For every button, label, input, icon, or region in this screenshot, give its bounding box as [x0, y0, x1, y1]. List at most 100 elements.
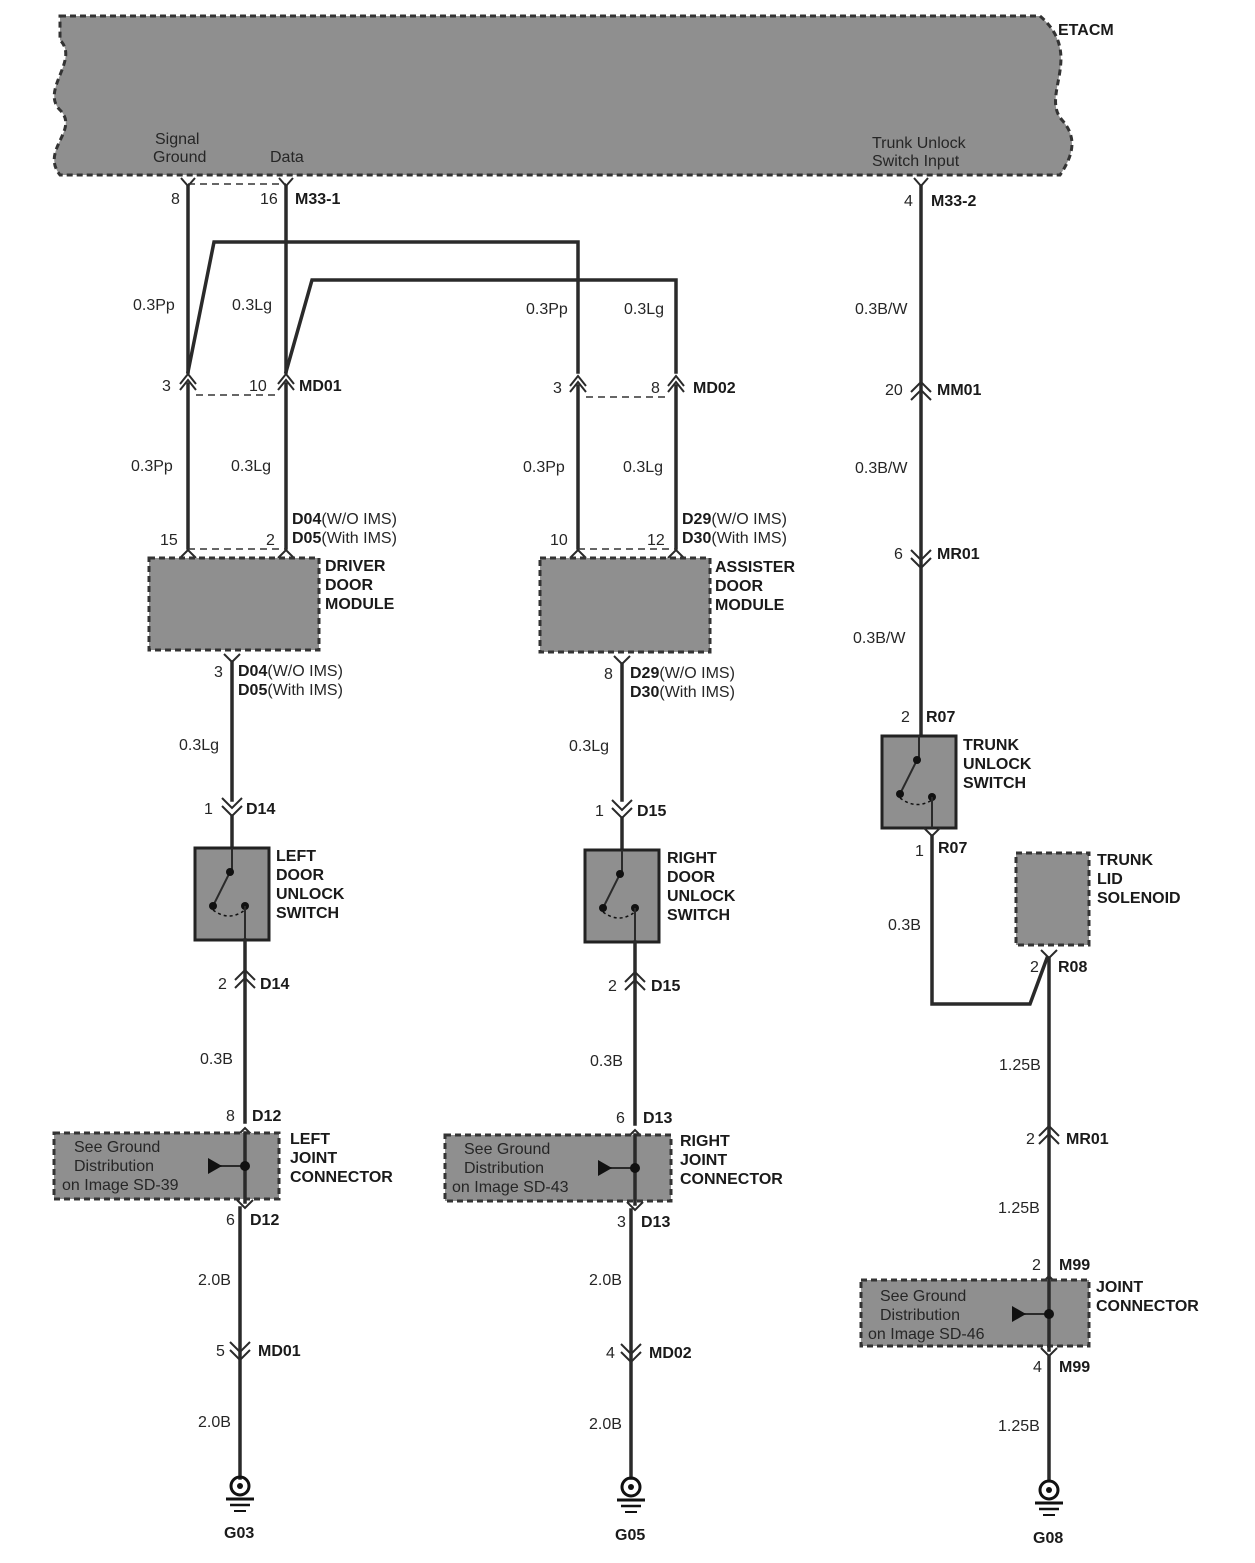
md02-connector-icon-2: [667, 374, 685, 393]
driver-module-conn-d04: D04(W/O IMS): [292, 511, 397, 528]
switch-contact-icon: [226, 868, 234, 876]
m33-1-pin-16: 16: [260, 191, 278, 208]
splice-point-icon: [630, 1163, 640, 1173]
solenoid-label-2: LID: [1097, 871, 1123, 888]
solenoid-label-1: TRUNK: [1097, 852, 1153, 869]
left-switch-label-1: LEFT: [276, 848, 316, 865]
left-switch-label-2: DOOR: [276, 867, 324, 884]
right-jc-label-2: JOINT: [680, 1152, 727, 1169]
md01-lower-connector-label: MD01: [258, 1343, 301, 1360]
right-jc-note-2: Distribution: [464, 1160, 544, 1177]
d12-out-terminal-icon: [236, 1199, 254, 1210]
d12-pin-6: 6: [226, 1212, 235, 1229]
d15-connector-label: D15: [637, 803, 666, 820]
wire-label-2-0b-c2-2: 2.0B: [589, 1416, 622, 1433]
right-jc-note-3: on Image SD-43: [452, 1179, 569, 1196]
d14-out-connector-label: D14: [260, 976, 289, 993]
md02-connector-label: MD02: [693, 380, 736, 397]
d14-out-connector-icon: [234, 968, 256, 989]
r08-connector-label: R08: [1058, 959, 1087, 976]
d12-out-connector-label: D12: [250, 1212, 279, 1229]
ground-splice-icon: [208, 1158, 222, 1174]
m99-connector-label: M99: [1059, 1257, 1090, 1274]
switch-contact-icon: [616, 870, 624, 878]
r07-out-connector-label: R07: [938, 840, 967, 857]
md01-pin-3: 3: [162, 378, 171, 395]
m99-pin-4: 4: [1033, 1359, 1042, 1376]
right-switch-label-2: DOOR: [667, 869, 715, 886]
assister-module-conn-d29: D29(W/O IMS): [682, 511, 787, 528]
left-jc-note-1: See Ground: [74, 1139, 160, 1156]
assister-module-pin-10: 10: [550, 532, 568, 549]
mr01-connector-label: MR01: [937, 546, 980, 563]
assister-module-pin-12: 12: [647, 532, 665, 549]
md01-connector-icon: [179, 372, 197, 391]
trunk-lid-solenoid: [1014, 851, 1091, 947]
left-switch-label-3: UNLOCK: [276, 886, 345, 903]
ground-icon: [1035, 1479, 1063, 1516]
ground-icon: [617, 1476, 645, 1513]
md01-connector-label: MD01: [299, 378, 342, 395]
right-jc-label-3: CONNECTOR: [680, 1171, 783, 1188]
wire-label-0-3lg-c2: 0.3Lg: [624, 301, 664, 318]
wire-label-0-3bw-3: 0.3B/W: [853, 630, 906, 647]
trunk-switch-label-3: SWITCH: [963, 775, 1026, 792]
wire-label-1-25b-2: 1.25B: [998, 1200, 1040, 1217]
wire-label-0-3pp-2: 0.3Pp: [131, 458, 173, 475]
md01-pin-5: 5: [216, 1343, 225, 1360]
assister-module-out-pin-8: 8: [604, 666, 613, 683]
m99-pin-2: 2: [1032, 1257, 1041, 1274]
etacm-component: [52, 14, 1074, 177]
left-switch-label-4: SWITCH: [276, 905, 339, 922]
trunk-switch-label-2: UNLOCK: [963, 756, 1032, 773]
etacm-label: ETACM: [1058, 22, 1114, 39]
driver-module-pin-15: 15: [160, 532, 178, 549]
md02-pin-8: 8: [651, 380, 660, 397]
trunk-jc-note-3: on Image SD-46: [868, 1326, 985, 1343]
d15-out-connector-label: D15: [651, 978, 680, 995]
ground-splice-icon: [1012, 1306, 1026, 1322]
wire-label-0-3bw-1: 0.3B/W: [855, 301, 908, 318]
wire-label-0-3lg: 0.3Lg: [232, 297, 272, 314]
md01-lower-connector-icon: [229, 1341, 251, 1362]
wire-label-1-25b-1: 1.25B: [999, 1057, 1041, 1074]
wire-pp-crossover: [185, 240, 580, 375]
mr01-lower-connector-icon: [1038, 1124, 1060, 1145]
d12-connector-label: D12: [252, 1108, 281, 1125]
ground-icon: [226, 1475, 254, 1512]
wire-lg-crossover: [283, 278, 678, 375]
trunk-unlock-input-label-2: Switch Input: [872, 153, 960, 170]
wire-label-0-3lg-c2-3: 0.3Lg: [569, 738, 609, 755]
assister-module-terminal-icon: [569, 548, 685, 559]
driver-module-label-1: DRIVER: [325, 558, 386, 575]
ground-g08-label: G08: [1033, 1530, 1063, 1547]
wire-label-0-3pp-c2: 0.3Pp: [526, 301, 568, 318]
switch-blade-icon: [899, 759, 918, 795]
mr01-connector-icon: [910, 549, 932, 570]
r07-pin-1: 1: [915, 843, 924, 860]
driver-door-module: [147, 556, 321, 652]
signal-ground-label: Signal: [155, 131, 199, 148]
wire-label-0-3bw-2: 0.3B/W: [855, 460, 908, 477]
driver-module-out-pin-3: 3: [214, 664, 223, 681]
mm01-connector-label: MM01: [937, 382, 982, 399]
d13-pin-3: 3: [617, 1214, 626, 1231]
wire-label-0-3pp: 0.3Pp: [133, 297, 175, 314]
right-jc-label-1: RIGHT: [680, 1133, 730, 1150]
d14-pin-1: 1: [204, 801, 213, 818]
switch-blade-icon: [212, 871, 231, 907]
trunk-switch-label-1: TRUNK: [963, 737, 1019, 754]
m99-out-connector-label: M99: [1059, 1359, 1090, 1376]
m33-1-pin-8: 8: [171, 191, 180, 208]
driver-module-label-3: MODULE: [325, 596, 395, 613]
mr01-pin-2: 2: [1026, 1131, 1035, 1148]
d13-out-terminal-icon: [626, 1201, 644, 1212]
md02-pin-3: 3: [553, 380, 562, 397]
d13-connector-label: D13: [643, 1110, 672, 1127]
assister-door-module: [538, 556, 712, 654]
data-label: Data: [270, 149, 304, 166]
wire-label-0-3pp-c2-2: 0.3Pp: [523, 459, 565, 476]
d14-out-pin-2: 2: [218, 976, 227, 993]
ground-g05-label: G05: [615, 1527, 645, 1544]
